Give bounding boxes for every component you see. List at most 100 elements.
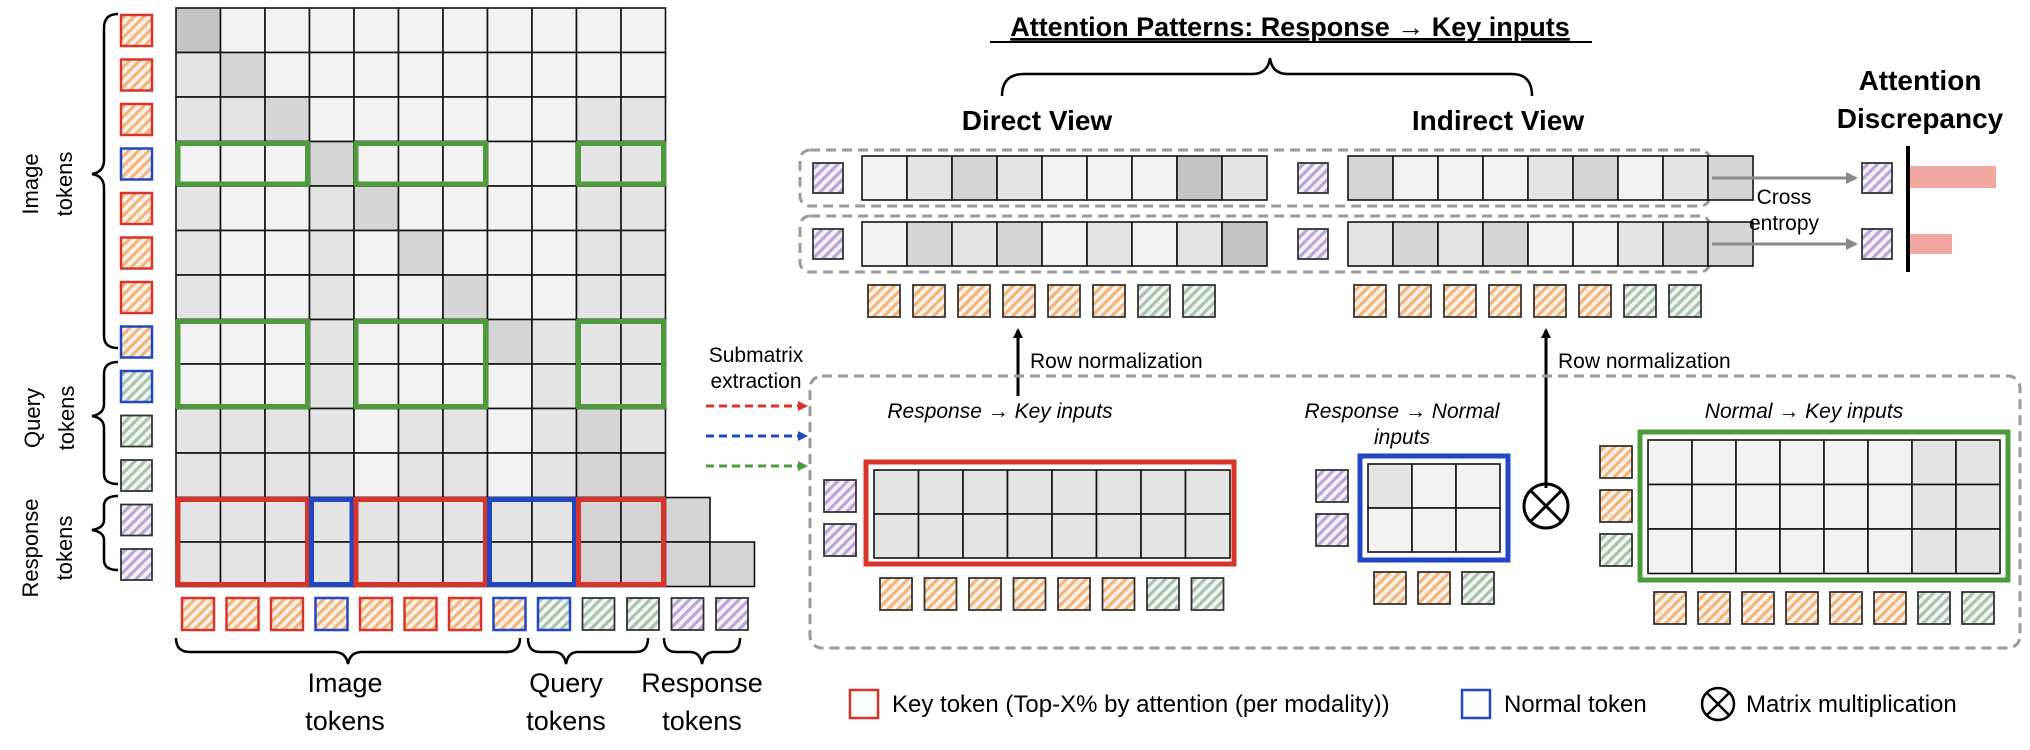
image-token-icon [1002, 284, 1036, 318]
token-cell [1599, 489, 1633, 523]
green-highlight-box [175, 141, 310, 187]
red-highlight-box [576, 497, 666, 587]
attention-cell [575, 407, 622, 454]
attention-cell [1779, 528, 1825, 575]
attention-cell [308, 496, 355, 543]
attention-cell [1823, 528, 1869, 575]
green-highlight-box [353, 141, 488, 187]
attention-cell [1691, 528, 1737, 575]
image-token-icon [968, 577, 1002, 611]
attention-cell [1437, 155, 1484, 201]
attention-cell [1867, 528, 1913, 575]
attention-cell [620, 407, 667, 454]
image-token-icon [1047, 284, 1081, 318]
attention-cell [486, 274, 533, 321]
column-label-query-line2: tokens [526, 706, 606, 736]
attention-cell [175, 51, 222, 98]
attention-cell [1367, 507, 1413, 553]
attention-cell [175, 407, 222, 454]
attention-cell [620, 318, 667, 365]
blue-highlight-box [487, 497, 577, 587]
attention-cell [353, 229, 400, 276]
attention-cell [1086, 221, 1133, 267]
token-cell [812, 228, 844, 260]
token-cell [119, 102, 154, 137]
attention-cell [620, 51, 667, 98]
attention-cell [175, 96, 222, 143]
attention-cell [531, 274, 578, 321]
attention-cell [906, 221, 953, 267]
indirect-view-row-1 [1347, 155, 1754, 201]
attention-cell [308, 541, 355, 588]
attention-cell [175, 318, 222, 365]
token-cell [119, 236, 154, 270]
attention-cell [873, 513, 920, 559]
attention-cell [1006, 513, 1053, 559]
attention-cell [353, 541, 400, 588]
image-token-icon [1599, 445, 1633, 479]
discrepancy-bar-1 [1910, 166, 1996, 188]
top-row-container-1 [798, 148, 1712, 208]
attention-cell [1482, 221, 1529, 267]
image-token-icon [180, 596, 216, 632]
attention-cell [397, 318, 444, 365]
token-cell [447, 596, 483, 632]
response-token-icon [823, 523, 857, 557]
attention-cell [486, 140, 533, 187]
token-cell [120, 548, 153, 581]
attention-cell [1572, 155, 1619, 201]
attention-cell [1221, 221, 1268, 267]
attention-cell [861, 221, 908, 267]
image-token-icon [1829, 591, 1863, 625]
attention-cell [1911, 483, 1957, 530]
submatrix-container [808, 374, 2022, 650]
attention-cell [575, 96, 622, 143]
attention-cell [1691, 483, 1737, 530]
attention-cell [1367, 463, 1413, 509]
sub2-title-line2: inputs [1374, 426, 1431, 449]
attention-cell [219, 541, 266, 588]
attention-cell [575, 7, 622, 54]
attention-cell [486, 363, 533, 410]
attention-cell [1911, 439, 1957, 486]
image-token-icon [492, 596, 527, 632]
image-token-icon [119, 13, 154, 48]
attention-cell [951, 221, 998, 267]
attention-cell [1411, 463, 1457, 509]
attention-cell [397, 407, 444, 454]
attention-cell [1437, 221, 1484, 267]
red-highlight-box [175, 497, 310, 587]
image-token-icon [879, 577, 913, 611]
attention-cell [219, 51, 266, 98]
image-token-icon [1785, 591, 1819, 625]
attention-cell [442, 185, 489, 232]
attention-cell [1176, 155, 1223, 201]
attention-cell [1617, 155, 1664, 201]
token-cell [1137, 284, 1171, 318]
token-cell [403, 596, 438, 632]
attention-cell [531, 496, 578, 543]
attention-cell [1455, 507, 1501, 553]
discrepancy-heading-line1: Attention [1859, 65, 1982, 96]
attention-cell [442, 96, 489, 143]
attention-cell [175, 496, 222, 543]
attention-cell [1647, 528, 1693, 575]
token-cell [1461, 571, 1495, 605]
attention-cell [219, 140, 266, 187]
row-label-query-line1: Query [20, 388, 45, 448]
token-cell [1047, 284, 1081, 318]
image-token-icon [1417, 571, 1451, 605]
attention-cell [1735, 483, 1781, 530]
extraction-arrows [706, 401, 808, 471]
green-highlight-box [576, 141, 666, 187]
column-label-response-line1: Response [641, 668, 763, 698]
query-token-icon [581, 597, 616, 631]
image-token-icon [119, 147, 154, 181]
column-label-image-line2: tokens [305, 706, 385, 736]
response-token-icon [1861, 162, 1893, 194]
token-cell [1697, 591, 1731, 625]
response-token-icon [1861, 228, 1893, 260]
attention-cell [1647, 439, 1693, 486]
attention-cell [709, 541, 756, 588]
